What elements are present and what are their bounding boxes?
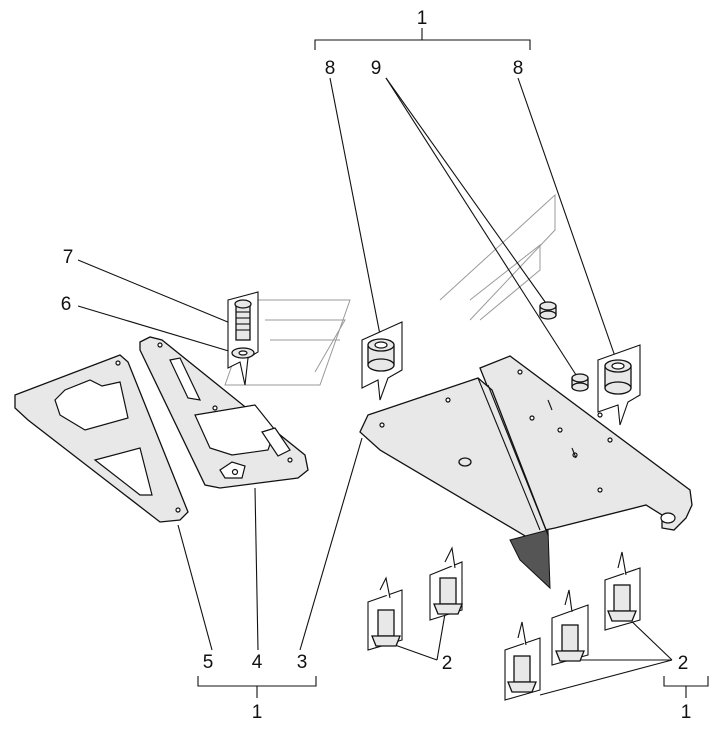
bushing-right-part bbox=[597, 344, 641, 426]
callout-bottom-group-left: 1 bbox=[252, 702, 263, 723]
callout-screws-middle: 2 bbox=[442, 653, 453, 674]
callout-bottom-group-right: 1 bbox=[681, 702, 692, 723]
hinge-plate-part bbox=[359, 355, 693, 590]
callout-bushing-right: 8 bbox=[513, 58, 524, 79]
callout-screws-right: 2 bbox=[678, 653, 689, 674]
callout-plate-outer: 5 bbox=[203, 652, 214, 673]
callout-bushing-left: 8 bbox=[325, 58, 336, 79]
callout-plate-inner: 4 bbox=[252, 652, 263, 673]
bottom-group-bracket-right bbox=[663, 676, 709, 698]
screws-middle-part bbox=[367, 546, 463, 651]
callout-spacer: 9 bbox=[371, 58, 382, 79]
spacer-parts bbox=[539, 301, 589, 392]
bottom-group-bracket-left bbox=[197, 676, 317, 698]
callout-labels: 1 8 9 8 7 6 5 4 3 2 2 1 1 bbox=[61, 8, 692, 723]
bolt-washer-part bbox=[227, 291, 259, 386]
bushing-left-part bbox=[361, 321, 403, 401]
plate-outer-part bbox=[14, 354, 189, 523]
screws-right-part bbox=[504, 551, 641, 701]
callout-top-group: 1 bbox=[417, 8, 428, 29]
top-group-bracket bbox=[314, 28, 531, 50]
plate-inner-part bbox=[139, 336, 309, 489]
callout-bolt: 7 bbox=[63, 247, 74, 268]
callout-washer: 6 bbox=[61, 294, 72, 315]
callout-hinge-plate: 3 bbox=[297, 652, 308, 673]
